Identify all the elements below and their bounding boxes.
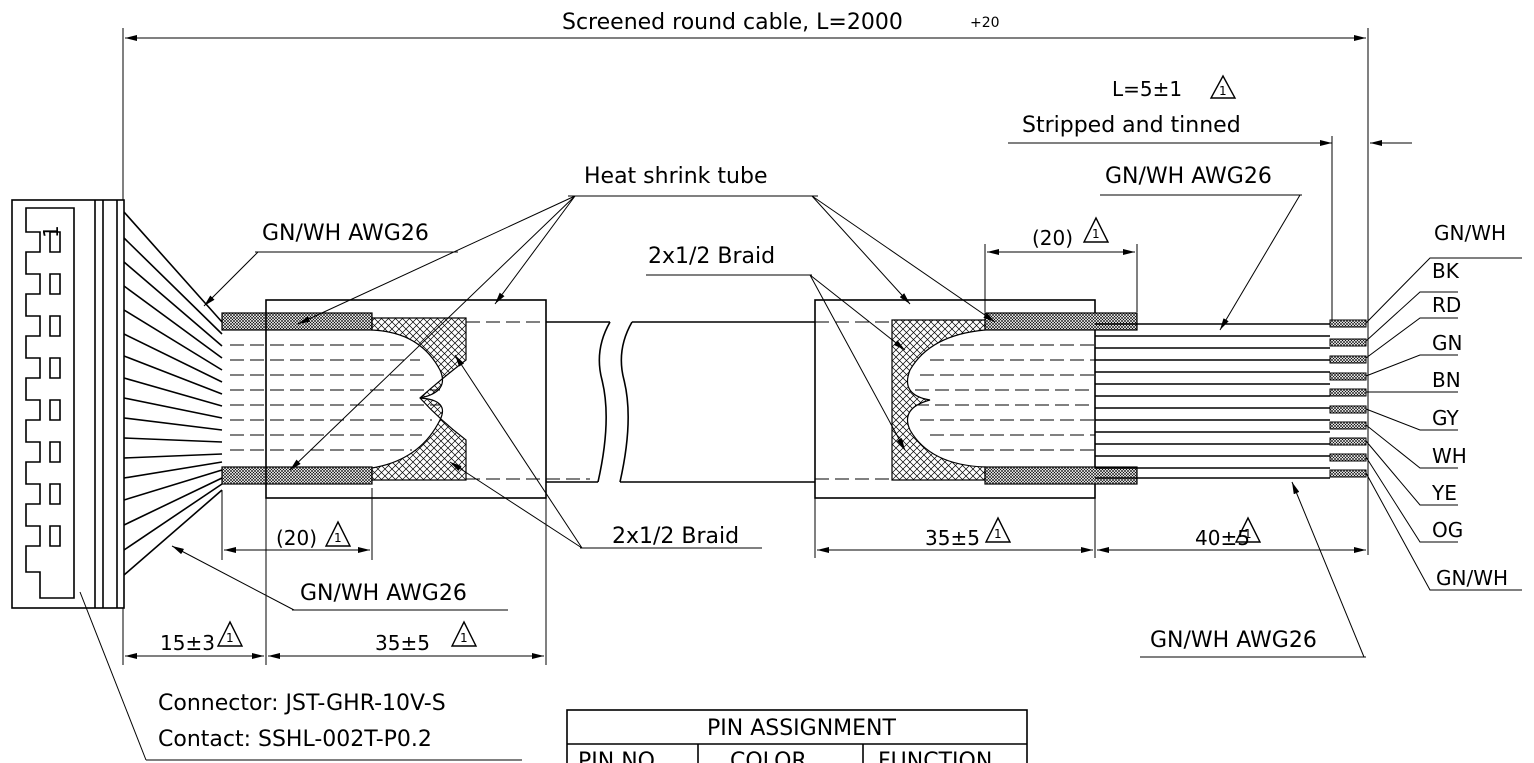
contact-label: Contact: SSHL-002T-P0.2 <box>158 727 432 752</box>
braid-label-lower: 2x1/2 Braid <box>612 524 739 549</box>
cable-length-label: Screened round cable, L=2000 <box>562 10 903 35</box>
dimension-lines: (20) 1 15±3 1 35±5 1 (20) 1 35±5 1 40±5 … <box>125 216 1366 665</box>
pin-one-label: 1 <box>39 225 63 238</box>
wire-color-2: BK <box>1432 259 1460 283</box>
dim-left-braid: (20) <box>276 526 317 550</box>
dim-right-tube: 35±5 <box>925 526 980 550</box>
wire-left-bottom-label: GN/WH AWG26 <box>300 581 467 606</box>
wire-left-top-label: GN/WH AWG26 <box>262 221 429 246</box>
connector-wires <box>123 211 223 576</box>
pin-table-header-pin: PIN NO <box>578 749 655 763</box>
wire-color-5: BN <box>1432 368 1461 392</box>
wire-color-7: WH <box>1432 444 1467 468</box>
dim-left-tube: 35±5 <box>375 631 430 655</box>
wire-color-6: GY <box>1432 406 1460 430</box>
wire-color-8: YE <box>1431 481 1457 505</box>
wire-right-bottom-label: GN/WH AWG26 <box>1150 628 1317 653</box>
dim-right-braid: (20) <box>1032 226 1073 250</box>
wire-color-10: GN/WH <box>1436 566 1508 590</box>
pin-assignment-table: PIN ASSIGNMENT PIN NO COLOR FUNCTION <box>566 709 1028 763</box>
braid-label-upper: 2x1/2 Braid <box>648 244 775 269</box>
overall-length-dimension: Screened round cable, L=2000 +20 <box>122 10 1369 665</box>
wire-color-3: RD <box>1432 293 1461 317</box>
wire-right-top-label: GN/WH AWG26 <box>1105 164 1272 189</box>
right-wires <box>1095 319 1367 479</box>
connector-note: Connector: JST-GHR-10V-S Contact: SSHL-0… <box>79 591 522 761</box>
revision-triangle: 1 <box>1209 74 1237 99</box>
right-heat-shrink <box>814 299 1138 499</box>
left-heat-shrink <box>221 299 590 499</box>
wire-color-9: OG <box>1432 518 1463 542</box>
dim-left-tail: 15±3 <box>160 631 215 655</box>
connector-housing: 1 <box>11 199 125 609</box>
svg-text:1: 1 <box>334 531 342 545</box>
wire-color-4: GN <box>1432 331 1462 355</box>
svg-text:1: 1 <box>1092 227 1100 241</box>
wire-type-callouts: GN/WH AWG26 GN/WH AWG26 GN/WH AWG26 GN/W… <box>171 164 1366 658</box>
heat-shrink-callout: Heat shrink tube <box>289 164 996 471</box>
svg-text:1: 1 <box>1219 84 1227 98</box>
pin-table-header-color: COLOR <box>730 749 807 763</box>
svg-text:1: 1 <box>460 631 468 645</box>
pin-table-header-function: FUNCTION <box>878 749 992 763</box>
heat-shrink-label: Heat shrink tube <box>584 164 768 189</box>
dim-right-tail: 40±5 <box>1195 526 1250 550</box>
strip-note-label: Stripped and tinned <box>1022 113 1241 138</box>
strip-length-note: L=5±1 1 Stripped and tinned <box>1008 74 1412 322</box>
wire-color-labels: GN/WH BK RD GN BN GY WH YE OG GN/WH <box>1365 221 1522 591</box>
svg-text:1: 1 <box>226 631 234 645</box>
svg-text:1: 1 <box>1244 527 1252 541</box>
svg-text:1: 1 <box>994 527 1002 541</box>
cable-jacket <box>546 321 815 483</box>
pin-table-title: PIN ASSIGNMENT <box>707 716 897 741</box>
wire-color-1: GN/WH <box>1434 221 1506 245</box>
strip-length-label: L=5±1 <box>1112 77 1182 101</box>
connector-label: Connector: JST-GHR-10V-S <box>158 691 446 716</box>
cable-length-tolerance: +20 <box>970 15 1000 31</box>
braid-callouts: 2x1/2 Braid 2x1/2 Braid <box>449 244 906 549</box>
